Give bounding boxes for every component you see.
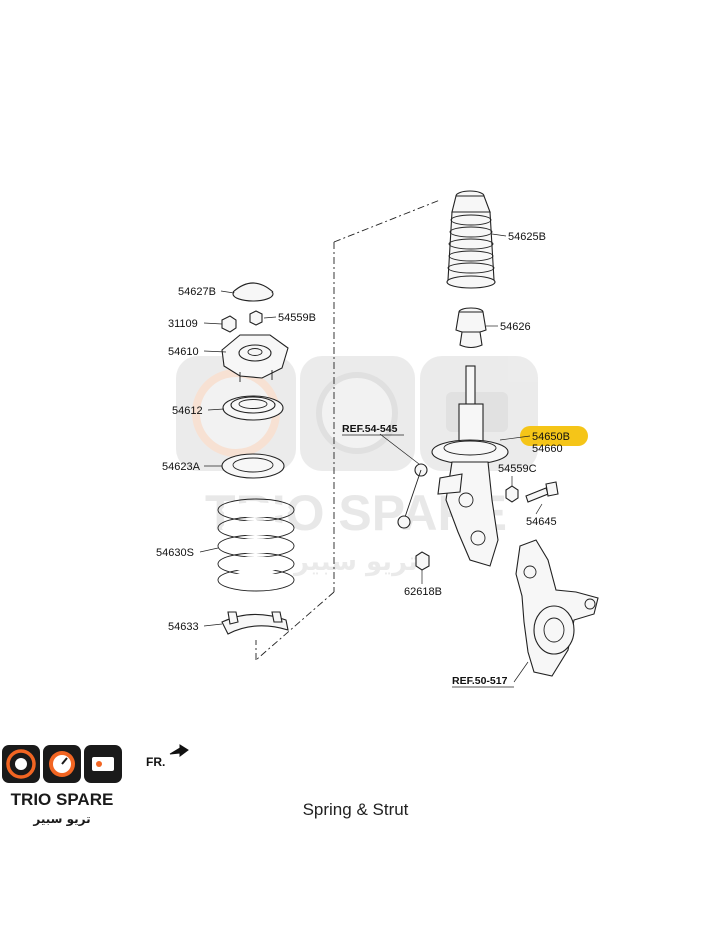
brand-name-arabic: تريو سبير [32, 812, 90, 827]
label-54612: 54612 [172, 405, 203, 417]
part-54610-mount [221, 334, 289, 382]
watermark-brand-arabic: تريو سبير [292, 547, 418, 577]
highlight-54650B [520, 426, 588, 446]
part-54559C-nut [505, 485, 519, 503]
part-54612-bearing [222, 395, 284, 421]
label-54623A: 54623A [162, 461, 201, 473]
part-54625B-boot [446, 190, 496, 289]
part-54559B-nut [249, 310, 263, 326]
leader-lines [199, 233, 543, 683]
label-54625B: 54625B [508, 231, 546, 243]
direction-arrow-icon [169, 744, 189, 757]
part-54627B-cap [232, 282, 274, 302]
part-62618B-nut [415, 551, 430, 571]
ref-label-knuckle: REF.50-517 [452, 675, 508, 687]
part-54626-bumpstop [455, 307, 487, 349]
part-stabilizer-link [397, 463, 428, 529]
label-54650B: 54650B [532, 431, 570, 443]
label-54633: 54633 [168, 621, 199, 633]
part-54633-lower-pad [221, 611, 289, 635]
part-31109-nut [221, 315, 237, 333]
label-54626: 54626 [500, 321, 531, 333]
brand-name: TRIO SPARE [11, 790, 114, 809]
label-54559B: 54559B [278, 312, 316, 324]
label-54610: 54610 [168, 346, 199, 358]
diagram-caption: Spring & Strut [302, 800, 409, 819]
direction-label: FR. [146, 755, 165, 769]
label-31109: 31109 [168, 318, 198, 330]
part-54630S-spring [217, 498, 295, 592]
label-54630S: 54630S [156, 547, 194, 559]
part-knuckle [515, 539, 599, 677]
label-54627B: 54627B [178, 286, 216, 298]
part-54623A-pad [221, 453, 285, 479]
label-54660: 54660 [532, 443, 563, 455]
label-62618B: 62618B [404, 586, 442, 598]
ref-label-stabilizer: REF.54-545 [342, 423, 398, 435]
brand-logo: TRIO SPARE تريو سبير [2, 745, 122, 827]
part-strut-body [431, 365, 509, 567]
label-54645: 54645 [526, 516, 557, 528]
part-54645-bolt [525, 481, 559, 503]
label-54559C: 54559C [498, 463, 537, 475]
assembly-frame [255, 199, 441, 661]
